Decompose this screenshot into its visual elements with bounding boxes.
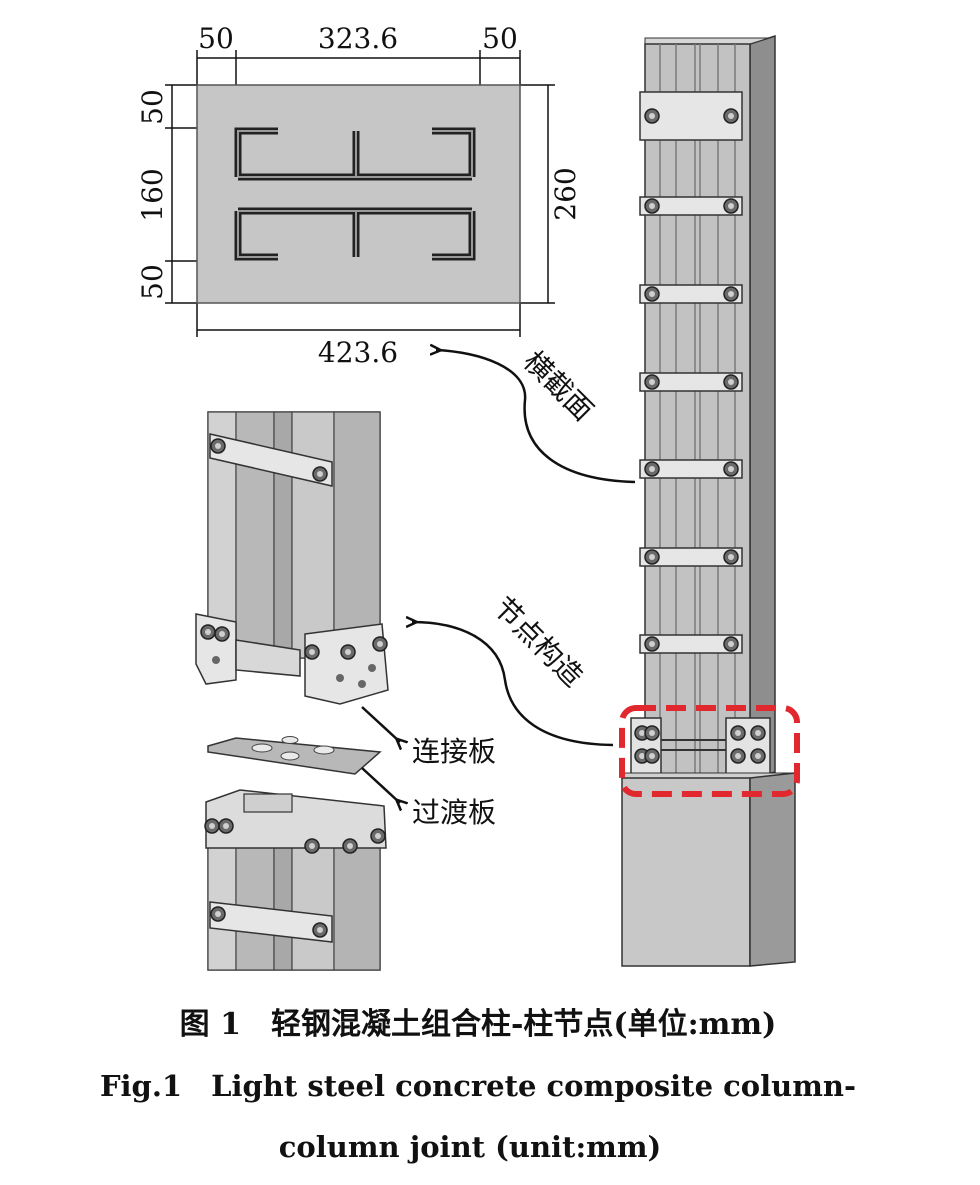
cross-section: 50 323.6 50 50 160 50 260 423.6: [136, 22, 582, 369]
connecting-plate: [207, 736, 382, 775]
dimension-lines: [165, 50, 555, 337]
caption-en-line2: column joint (unit:mm): [279, 1130, 662, 1164]
caption-cn: 图 1 轻钢混凝土组合柱-柱节点(单位:mm): [180, 1007, 777, 1042]
steel-profile-inner: [237, 130, 473, 258]
dim-left-top: 50: [136, 89, 169, 125]
label-transition-plate: 过渡板: [412, 796, 496, 829]
dim-top-right: 50: [482, 22, 518, 55]
exploded-lower: [204, 789, 387, 971]
arrow-to-joint-detail: [412, 622, 614, 747]
battens: [639, 91, 743, 654]
arrow-to-cross-section: [436, 350, 636, 484]
dim-top-middle: 323.6: [318, 22, 398, 55]
dim-right: 260: [549, 167, 582, 220]
joint-highlight: [619, 705, 800, 797]
arrow-to-transition-plate: [361, 767, 400, 803]
label-connecting-plate: 连接板: [412, 735, 496, 768]
dim-left-middle: 160: [136, 168, 169, 221]
dim-left-bottom: 50: [136, 264, 169, 300]
column-joint: [630, 717, 771, 775]
concrete-base: [621, 777, 751, 967]
leader-arrows: [361, 350, 636, 803]
arrow-to-connecting-plate: [361, 706, 400, 742]
concrete-section: [196, 84, 521, 304]
label-joint-detail: 节点构造: [487, 591, 590, 694]
label-cross-section: 横截面: [517, 345, 600, 428]
exploded-upper: [195, 411, 389, 705]
column-3d: [619, 34, 800, 967]
dim-top-left: 50: [198, 22, 234, 55]
dim-bottom: 423.6: [318, 336, 398, 369]
caption-en-line1: Fig.1 Light steel concrete composite col…: [100, 1069, 856, 1103]
